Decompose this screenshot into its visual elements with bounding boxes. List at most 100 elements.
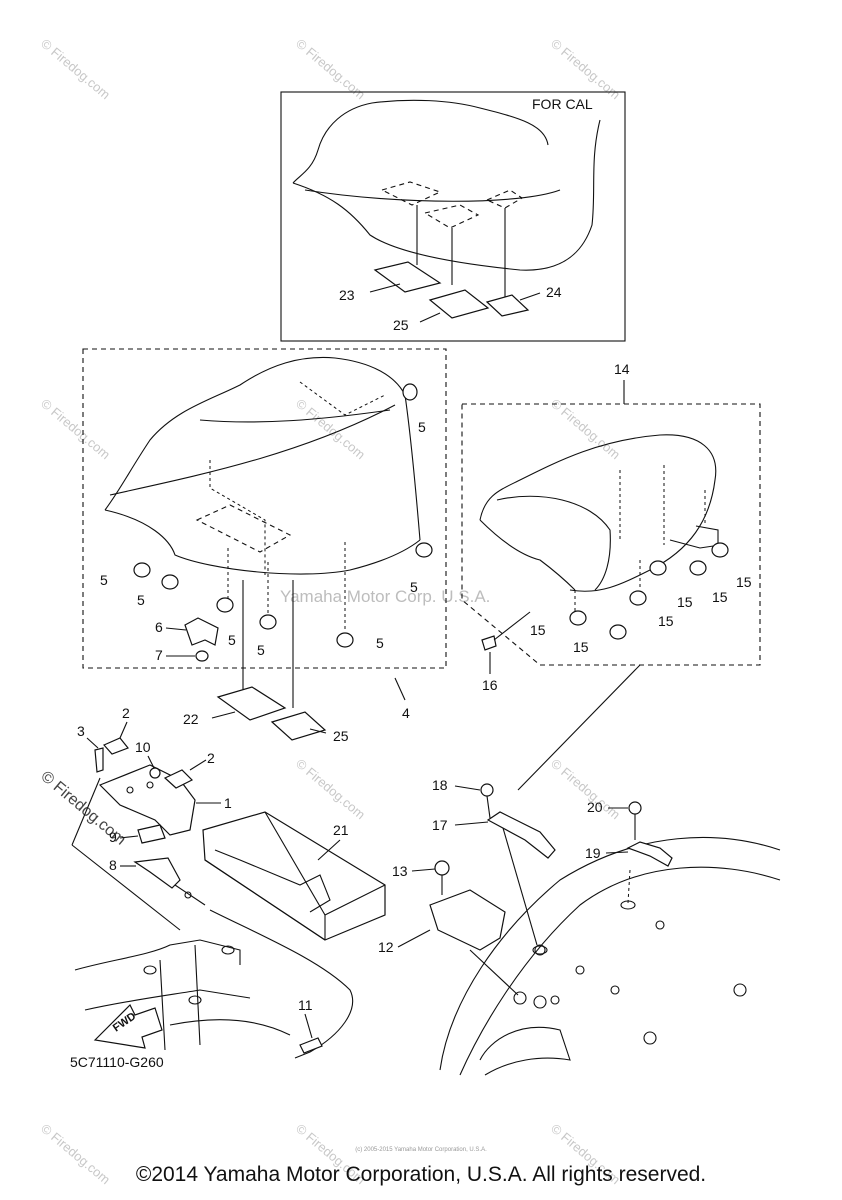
grommet-15	[649, 560, 667, 576]
nut-7	[195, 650, 209, 662]
callout-2: 2	[207, 750, 215, 766]
rear-fender	[439, 836, 781, 1071]
cable-11: 11	[209, 909, 354, 1059]
rear-seat-frame	[461, 403, 761, 666]
grommet-5	[415, 542, 433, 558]
label-23	[373, 261, 442, 293]
grommet-5	[259, 614, 277, 630]
cap-2	[163, 769, 194, 789]
grommet-15	[609, 624, 627, 640]
lock-bracket-group: 1 2 2 3 10 9 8	[71, 705, 232, 931]
watermark-tile: © Firedog.com	[38, 396, 113, 462]
callout-10: 10	[135, 739, 151, 755]
callout-5: 5	[257, 642, 265, 658]
drawing-code: 5C71110-G260	[70, 1054, 164, 1070]
tiny-copyright: (c) 2005-2015 Yamaha Motor Corporation, …	[355, 1147, 487, 1153]
watermark-tile: © Firedog.com	[293, 396, 368, 462]
callout-24: 24	[546, 284, 562, 300]
callout-20: 20	[587, 799, 603, 815]
callout-15: 15	[736, 574, 752, 590]
grommet-5	[402, 383, 418, 401]
front-seat-frame	[82, 348, 447, 669]
latch-12	[429, 889, 506, 951]
cal-inset: FOR CAL 23 25 24	[280, 91, 626, 342]
cal-inset-frame	[280, 91, 626, 342]
labels-22-25: 22 25	[183, 686, 349, 744]
callout-25-inset: 25	[393, 317, 409, 333]
rear-fender-group: 12 13 17 18 19 20	[378, 777, 781, 1076]
fwd-arrow	[93, 1003, 163, 1049]
toolkit-body	[202, 811, 386, 941]
label-22	[216, 686, 287, 721]
callout-6: 6	[155, 619, 163, 635]
callout-15: 15	[530, 622, 546, 638]
grommet-5	[161, 574, 179, 590]
callout-15: 15	[712, 589, 728, 605]
screw-3	[94, 747, 104, 773]
callout-3: 3	[77, 723, 85, 739]
callout-13: 13	[392, 863, 408, 879]
callout-2: 2	[122, 705, 130, 721]
grommet-15	[629, 590, 647, 606]
callout-18: 18	[432, 777, 448, 793]
grommet-15	[711, 542, 729, 558]
nut-10	[149, 767, 161, 779]
grommet-15	[569, 610, 587, 626]
rear-seat-assembly: 14 15 15 15 15 15 15 16	[461, 361, 761, 791]
rear-seat-outline	[479, 434, 717, 592]
callout-14: 14	[614, 361, 630, 377]
bolt-20	[628, 801, 642, 815]
callout-8: 8	[109, 857, 117, 873]
bracket-19	[626, 841, 673, 867]
cal-inset-label: FOR CAL	[532, 96, 593, 112]
bolt-18	[480, 783, 494, 797]
callout-5: 5	[418, 419, 426, 435]
cap-2	[103, 737, 129, 755]
callout-5: 5	[137, 592, 145, 608]
watermark-tile: © Firedog.com	[548, 396, 623, 462]
watermark-tile: © Firedog.com	[548, 756, 623, 822]
callout-15: 15	[573, 639, 589, 655]
grommet-15	[689, 560, 707, 576]
grommet-5	[336, 632, 354, 648]
callout-12: 12	[378, 939, 394, 955]
seat-lock-cable	[209, 909, 354, 1059]
callout-5: 5	[100, 572, 108, 588]
label-25	[270, 711, 327, 741]
toolkit-21: 21	[202, 811, 386, 941]
callout-7: 7	[155, 647, 163, 663]
label-25	[428, 289, 490, 319]
callout-4: 4	[402, 705, 410, 721]
bolt-16	[481, 635, 497, 651]
cal-seat-outline	[292, 99, 549, 184]
watermark-center: Yamaha Motor Corp. U.S.A.	[280, 587, 490, 606]
lock-8	[133, 857, 181, 889]
grommet-5	[216, 597, 234, 613]
watermark-tile: © Firedog.com	[293, 756, 368, 822]
bracket-6	[184, 617, 219, 646]
callout-9: 9	[109, 829, 117, 845]
callout-11: 11	[298, 997, 313, 1013]
label-24	[485, 294, 530, 317]
front-seat-assembly: 5 5 5 5 5 5 5 6 7 4	[82, 348, 447, 721]
callout-15: 15	[658, 613, 674, 629]
callout-17: 17	[432, 817, 448, 833]
callout-19: 19	[585, 845, 601, 861]
callout-5: 5	[410, 579, 418, 595]
front-seat-outline	[104, 356, 421, 541]
watermark-tile: © Firedog.com	[38, 36, 113, 102]
callout-15: 15	[677, 594, 693, 610]
callout-21: 21	[333, 822, 349, 838]
grommet-5	[133, 562, 151, 578]
callout-23: 23	[339, 287, 355, 303]
copyright-footer: ©2014 Yamaha Motor Corporation, U.S.A. A…	[135, 1163, 707, 1186]
cal-seat-lower	[292, 119, 601, 271]
plate-9	[137, 824, 166, 844]
callout-22: 22	[183, 711, 199, 727]
frame-left: FWD	[74, 939, 291, 1051]
callout-1: 1	[224, 795, 232, 811]
callout-25: 25	[333, 728, 349, 744]
bracket-17	[486, 811, 556, 859]
bolt-13	[434, 860, 450, 876]
